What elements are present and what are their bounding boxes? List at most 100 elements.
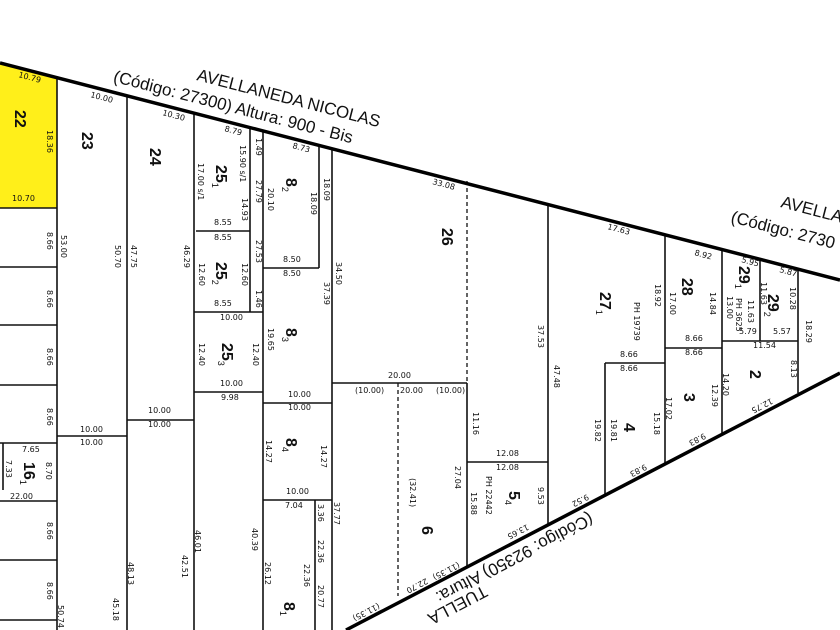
street-line-avellaneda — [0, 61, 840, 282]
measurement-label: 8.66 — [45, 232, 54, 250]
measurement-label: 8.50 — [283, 269, 301, 278]
measurement-label: 12.08 — [496, 463, 519, 472]
measurement-label: 18.09 — [322, 178, 331, 201]
lot-number-main: 8 — [282, 438, 299, 447]
measurement-label: 12.60 — [240, 263, 249, 286]
measurement-label: 18.29 — [804, 320, 813, 343]
measurement-label: 10.00 — [288, 403, 311, 412]
measurement-label: PH 22442 — [484, 476, 493, 515]
lot-number-sub: 1 — [18, 480, 28, 485]
lot-number-main: 8 — [282, 328, 299, 337]
lot-number[interactable]: 252 — [210, 262, 229, 285]
measurement-label: 53.00 — [59, 235, 68, 258]
measurement-label: 14.27 — [319, 445, 328, 468]
measurement-label: 46.29 — [182, 245, 191, 268]
measurement-label: 5.95 — [740, 255, 760, 268]
measurement-label: 15.18 — [652, 412, 661, 435]
measurement-label: 18.92 — [653, 284, 662, 307]
lot-number[interactable]: 82 — [280, 178, 299, 192]
lot-number-sub: 1 — [210, 183, 220, 188]
measurement-label: 10.00 — [80, 438, 103, 447]
lot-number[interactable]: 23 — [78, 132, 95, 150]
measurement-label: 37.39 — [322, 282, 331, 305]
lot-number[interactable]: 84 — [280, 438, 299, 452]
lot-number[interactable]: 271 — [594, 292, 613, 315]
measurement-label: 7.65 — [22, 445, 40, 454]
lot-number[interactable]: 253 — [216, 343, 235, 366]
measurement-label: (10.00) — [355, 386, 384, 395]
measurement-label: 12.60 — [197, 263, 206, 286]
street-code-bottom: (Código: 92350) Altura: — [433, 509, 597, 607]
measurement-label: 10.00 — [148, 420, 171, 429]
measurement-label: 19.81 — [609, 419, 618, 442]
measurement-label: 20.10 — [266, 188, 275, 211]
lot-number[interactable]: 251 — [210, 165, 229, 188]
measurement-label: 45.18 — [111, 598, 120, 621]
lot-number[interactable]: 22 — [11, 110, 28, 128]
street-line-tuella — [345, 371, 840, 630]
measurement-label: 8.92 — [693, 248, 713, 261]
measurement-label: 11.16 — [471, 412, 480, 435]
measurement-label: 15.88 — [469, 492, 478, 515]
lot-number[interactable]: 28 — [678, 278, 695, 296]
lot-labels: 2223242512522538283848126271282912922345… — [11, 110, 781, 616]
measurement-label: 10.00 — [148, 406, 171, 415]
measurement-label: 14.27 — [264, 440, 273, 463]
lot-number-main: 8 — [280, 602, 297, 611]
lot-number-sub: 2 — [210, 280, 220, 285]
measurement-label: 27.53 — [254, 240, 263, 263]
measurement-label: 19.82 — [593, 419, 602, 442]
lot-number-sub: 3 — [216, 361, 226, 366]
measurement-label: 8.66 — [45, 582, 54, 600]
measurement-label: 1.49 — [254, 138, 263, 156]
measurement-label: PH 19739 — [632, 302, 641, 341]
lot-number-main: 26 — [438, 228, 455, 246]
measurement-label: 47.75 — [129, 245, 138, 268]
measurement-label: 8.66 — [45, 522, 54, 540]
measurement-label: 37.77 — [332, 502, 341, 525]
measurement-label: 12.08 — [496, 449, 519, 458]
lot-number[interactable]: 2 — [746, 370, 763, 379]
lot-number[interactable]: 83 — [280, 328, 299, 342]
measurement-label: 8.55 — [214, 218, 232, 227]
measurement-label: 5.87 — [778, 265, 798, 278]
lot-number-sub: 4 — [503, 500, 513, 505]
measurement-label: 8.66 — [620, 350, 638, 359]
measurement-label: 8.55 — [214, 233, 232, 242]
lot-number-sub: 4 — [280, 447, 290, 452]
lot-number[interactable]: 24 — [146, 148, 163, 166]
lot-number-sub: 3 — [280, 337, 290, 342]
lot-number-sub: 1 — [278, 611, 288, 616]
lot-number[interactable]: 292 — [762, 294, 781, 317]
lot-number-main: 2 — [746, 370, 763, 379]
measurement-label: 12.39 — [710, 384, 719, 407]
lot-number[interactable]: 54 — [503, 491, 522, 505]
measurement-label: 42.51 — [180, 555, 189, 578]
lot-number[interactable]: 4 — [620, 423, 637, 432]
highlighted-lot-22[interactable] — [0, 63, 57, 208]
measurement-label: 13.00 — [725, 296, 734, 319]
lot-number[interactable]: 3 — [680, 393, 697, 402]
measurement-label: 8.50 — [283, 255, 301, 264]
measurement-label: 8.66 — [620, 364, 638, 373]
measurement-label: 19.65 — [266, 328, 275, 351]
lot-number[interactable]: 6 — [418, 526, 435, 535]
lot-number-sub: 1 — [733, 284, 743, 289]
measurement-label: 11.54 — [753, 341, 776, 350]
lot-number-main: 4 — [620, 423, 637, 432]
measurement-label: 5.57 — [773, 327, 791, 336]
lot-number[interactable]: 291 — [733, 266, 752, 289]
lot-number-main: 27 — [596, 292, 613, 310]
measurement-label: 8.66 — [685, 348, 703, 357]
measurement-label: 17.02 — [664, 397, 673, 420]
measurement-label: 14.84 — [708, 292, 717, 315]
lot-number[interactable]: 26 — [438, 228, 455, 246]
measurement-label: 8.66 — [45, 408, 54, 426]
lot-number[interactable]: 161 — [18, 462, 37, 485]
measurement-label: 8.66 — [685, 334, 703, 343]
lot-number[interactable]: 81 — [278, 602, 297, 616]
measurement-label: 5.79 — [739, 327, 757, 336]
measurement-label: 14.93 — [240, 198, 249, 221]
measurement-label: 10.70 — [12, 194, 35, 203]
